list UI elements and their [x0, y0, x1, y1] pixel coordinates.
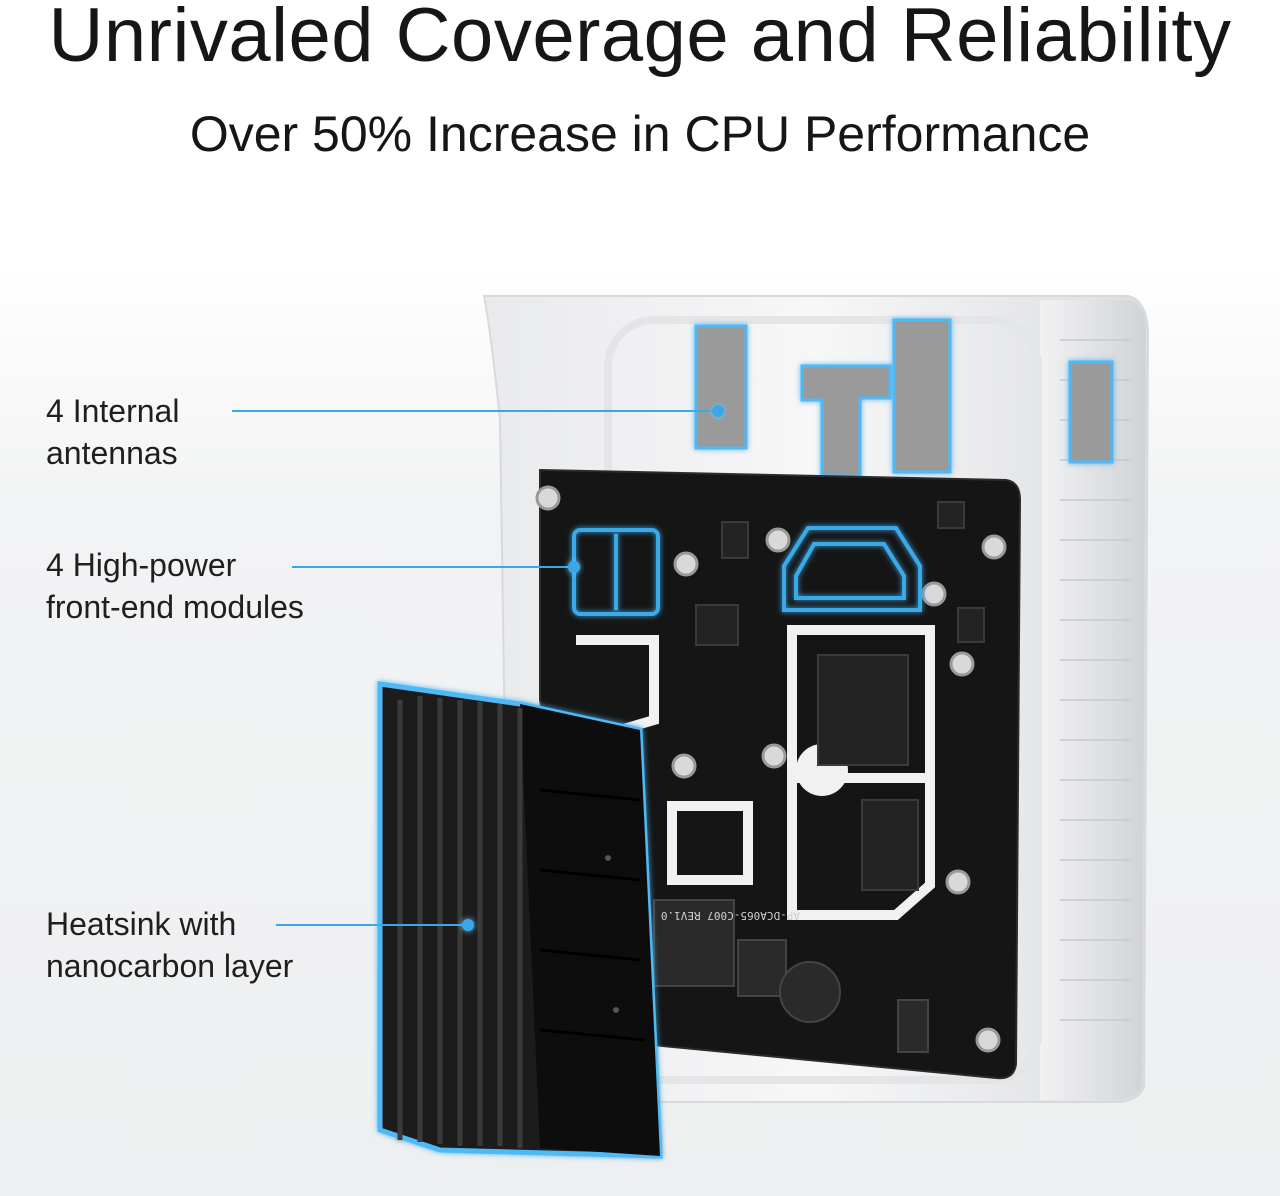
callout-antennas-marker [712, 405, 724, 417]
callout-fem-line1: 4 High-power [46, 547, 237, 583]
board-marking-text: AP-DCA065-C007 REV1.0 [661, 909, 800, 922]
callout-heatsink: Heatsink with nanocarbon layer [46, 903, 293, 987]
callout-heatsink-leader-line [276, 924, 468, 926]
circuit-board: AP-DCA065-C007 REV1.0 [535, 468, 1022, 1080]
callout-fem-leader-line [292, 566, 574, 568]
callout-antennas-line2: antennas [46, 435, 178, 471]
front-end-modules [572, 526, 922, 616]
callout-heatsink-marker [462, 919, 474, 931]
callout-antennas: 4 Internal antennas [46, 390, 179, 474]
heatsink [377, 681, 663, 1159]
callout-antennas-line1: 4 Internal [46, 393, 180, 429]
page-title: Unrivaled Coverage and Reliability [48, 0, 1232, 78]
callout-heatsink-line2: nanocarbon layer [46, 948, 294, 984]
callout-fem-line2: front-end modules [46, 589, 304, 625]
callout-front-end-modules: 4 High-power front-end modules [46, 544, 304, 628]
internal-antennas [694, 318, 1114, 478]
page-subtitle: Over 50% Increase in CPU Performance [189, 106, 1091, 162]
callout-heatsink-line1: Heatsink with [46, 906, 237, 942]
callout-antennas-leader-line [232, 410, 714, 412]
callout-fem-marker [568, 561, 580, 573]
